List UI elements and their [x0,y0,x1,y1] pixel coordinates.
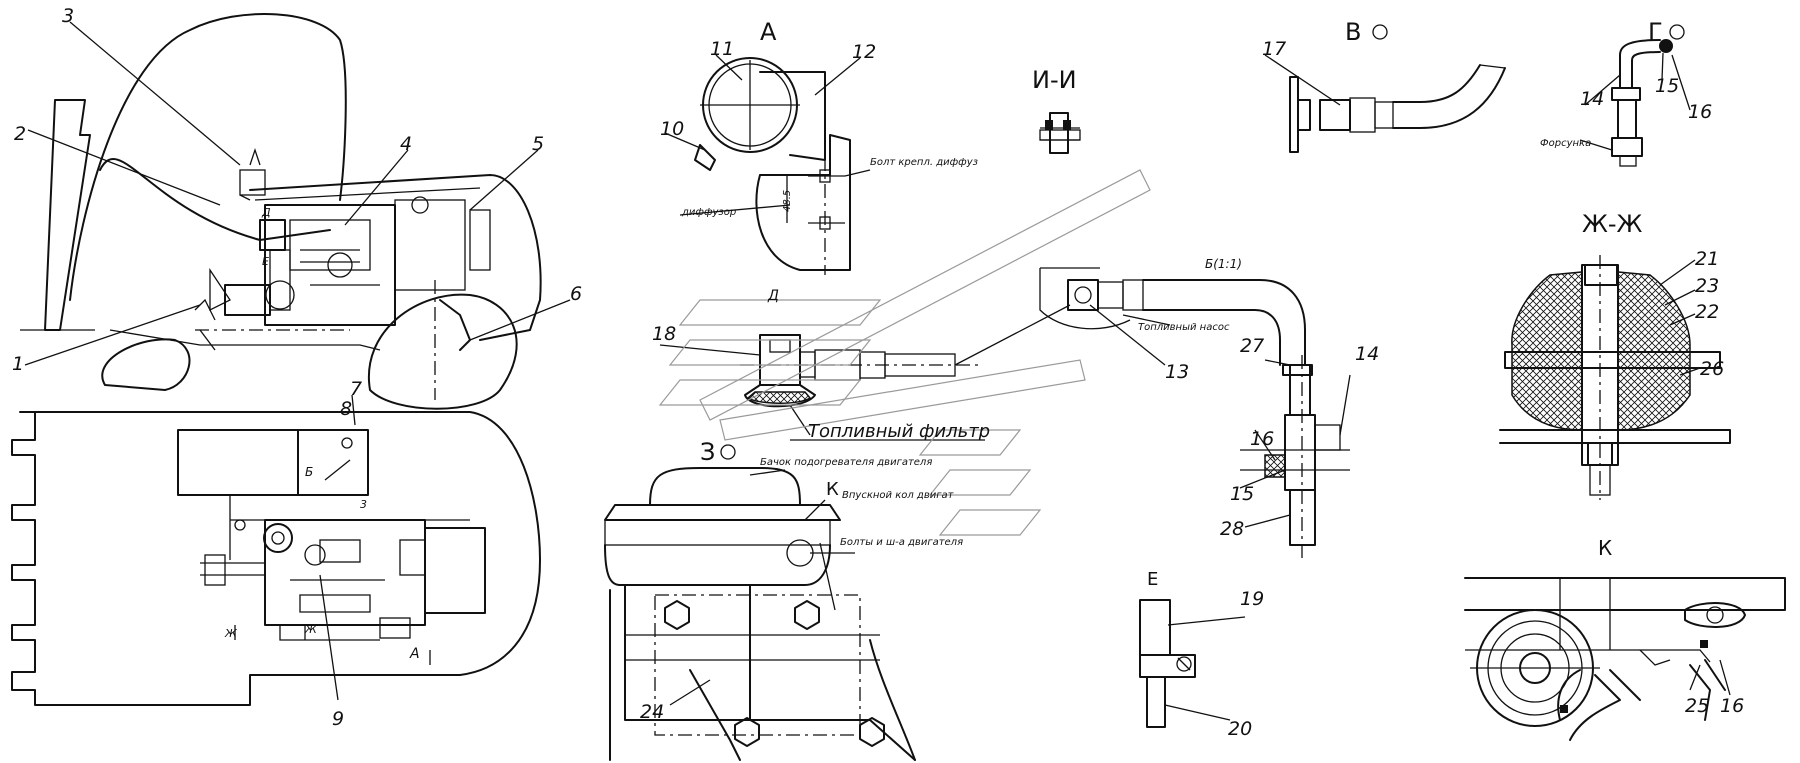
callout-6: 6 [570,283,582,305]
callout-5: 5 [532,133,544,155]
callout-3: 3 [62,5,74,27]
view-title-zhzh: Ж-Ж [1582,210,1643,238]
callout-26: 26 [1700,358,1724,380]
callout-20: 20 [1228,718,1252,740]
view-b-fuel-pump [1039,267,1350,560]
label-diffuser: диффузор [681,207,736,218]
plan-marks: Б А Ж Д Е 3 Ж [224,206,420,662]
label-dim-485: 48.5 [782,190,793,212]
view-title-e: Е [1147,569,1158,590]
callout-13: 13 [1165,361,1189,383]
callout-numbers: 3 2 4 5 6 1 7 8 9 10 11 12 13 14 16 15 2… [12,5,1744,740]
callout-16a: 16 [1688,101,1712,123]
callout-17: 17 [1262,38,1286,60]
callout-7: 7 [350,378,362,400]
leaders-section-zhzh [1659,259,1701,376]
label-diffuser-bolt: Болт крепл. диффуз [870,157,978,168]
view-title-d: Д [767,288,779,304]
callout-23: 23 [1695,275,1719,297]
callout-8: 8 [340,398,352,420]
label-fuel-filter: Топливный фильтр [808,421,990,442]
callout-19: 19 [1240,588,1264,610]
label-fuel-pump: Топливный насос [1138,322,1230,333]
callout-4: 4 [400,133,412,155]
watermark-shapes [658,169,1151,536]
label-engine-bolts: Болты и ш-а двигателя [840,537,963,548]
callout-1: 1 [12,353,24,375]
callout-11: 11 [710,38,734,60]
callout-28: 28 [1220,518,1244,540]
callout-25: 25 [1685,695,1709,717]
view-title-g: Г [1648,18,1663,46]
leaders-view-b [1089,304,1351,528]
view-z-preheater-tank [604,467,916,761]
callout-2: 2 [14,123,26,145]
label-injector: Форсунка [1540,138,1591,149]
leaders-view-k [1689,659,1731,696]
view-e-bracket [1139,599,1196,728]
label-preheater-tank: Бачок подогревателя двигателя [760,457,932,468]
leaders-view-z [669,469,836,706]
leaders-view-e [1164,616,1246,721]
view-title-a: А [760,18,777,46]
plan-mark-d: Д [261,206,271,219]
view-title-v: В [1345,18,1361,46]
tractor-plan-view [11,411,541,706]
label-engine-intake: Впускной кол двигат [842,490,955,501]
leaders-view-d [659,344,985,441]
leaders-plan-view [319,394,356,701]
bolt-heads [664,600,885,747]
view-title-ii: И-И [1032,66,1077,94]
callout-22: 22 [1695,301,1719,323]
view-ii-bolt [1039,112,1081,154]
section-zhzh-mount [1499,255,1731,500]
callout-16b: 16 [1250,428,1274,450]
view-marker-g [1669,24,1685,40]
view-title-b: Б(1:1) [1205,257,1242,271]
view-a-diffuser [694,57,851,275]
callout-10: 10 [660,118,684,140]
plan-mark-b: Б [305,465,313,479]
callout-14b: 14 [1355,343,1379,365]
view-marker-z [720,444,736,460]
view-title-k-section: К [826,479,839,500]
callout-16c: 16 [1720,695,1744,717]
callout-9: 9 [332,708,344,730]
view-titles: А И-И В Г Ж-Ж Д З К К Е Б(1:1) [700,18,1685,590]
annotations: диффузор Болт крепл. диффуз 48.5 Топливн… [681,138,1591,548]
callout-27: 27 [1240,335,1264,357]
plan-mark-zh2: Ж [304,623,318,636]
callout-21: 21 [1695,248,1719,270]
view-title-k: К [1598,536,1612,560]
leaders-top-left [24,21,571,366]
plan-mark-zh: Ж [224,627,238,640]
plan-mark-e: Е [262,255,269,268]
view-marker-v [1372,24,1388,40]
callout-14a: 14 [1580,88,1604,110]
leaders-view-a [664,54,871,216]
callout-12: 12 [852,41,876,63]
callout-18: 18 [652,323,676,345]
view-g-injector [1611,39,1673,167]
callout-15b: 15 [1230,483,1254,505]
plan-mark-three: 3 [360,498,367,511]
view-title-z: З [700,438,715,466]
leaders-view-v [1264,54,1341,106]
callout-24: 24 [640,701,664,723]
plan-mark-a: А [409,646,420,662]
tractor-side-view [20,12,542,410]
view-k-bottom [1464,577,1786,741]
leaders-view-g [1579,52,1691,151]
callout-15a: 15 [1655,75,1679,97]
view-v-fitting [1289,64,1506,153]
